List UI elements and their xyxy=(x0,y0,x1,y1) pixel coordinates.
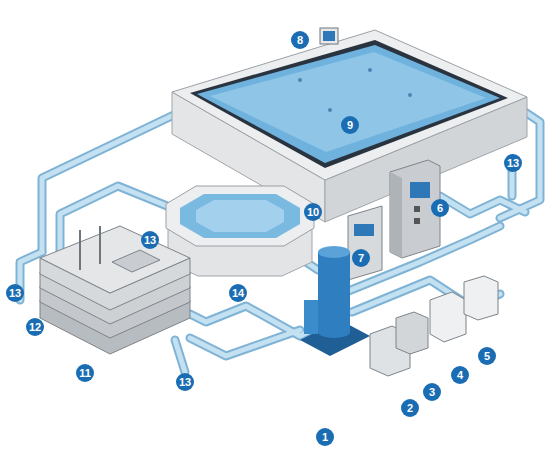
callout-number: 11 xyxy=(76,364,94,382)
callout-number: 14 xyxy=(229,284,247,302)
callout-number: 1 xyxy=(316,428,334,446)
control-panel xyxy=(348,206,382,280)
wall-panel xyxy=(320,28,338,44)
callout-number: 4 xyxy=(451,366,469,384)
callout-number: 13 xyxy=(6,284,24,302)
callout-number: 5 xyxy=(478,347,496,365)
callout-number: 3 xyxy=(423,383,441,401)
callout-number: 2 xyxy=(401,399,419,417)
callout-number: 9 xyxy=(341,116,359,134)
callout-number: 13 xyxy=(141,231,159,249)
callout-number: 13 xyxy=(176,373,194,391)
callout-number: 6 xyxy=(431,199,449,217)
callout-number: 10 xyxy=(304,203,322,221)
pump-filter xyxy=(300,246,370,356)
callout-number: 12 xyxy=(26,318,44,336)
dosing-units xyxy=(370,276,498,376)
callout-number: 13 xyxy=(504,154,522,172)
callout-number: 7 xyxy=(352,249,370,267)
callout-number: 8 xyxy=(291,31,309,49)
balance-tank xyxy=(40,226,190,354)
